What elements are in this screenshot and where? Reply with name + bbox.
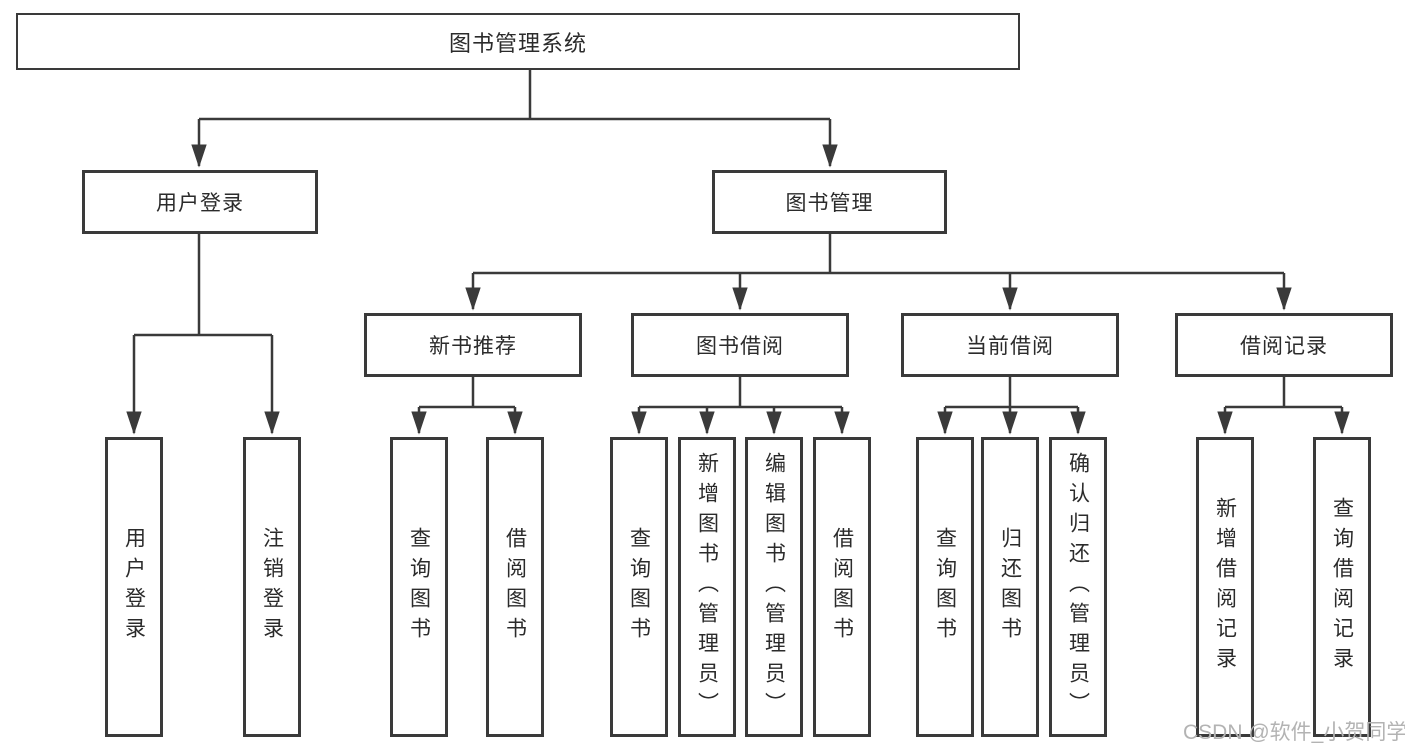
leaf-label: 新增图书（管理员） [695, 452, 719, 722]
leaf-borrow-books: 借阅图书 [813, 437, 871, 737]
leaf-borrow-query-books: 查询图书 [610, 437, 668, 737]
leaf-label: 查询图书 [933, 527, 957, 647]
node-label: 当前借阅 [966, 335, 1054, 358]
leaf-label: 新增借阅记录 [1213, 497, 1237, 677]
csdn-watermark: CSDN @软件_小贺同学 [1183, 721, 1405, 744]
leaf-label: 借阅图书 [830, 527, 854, 647]
leaf-current-query-books: 查询图书 [916, 437, 974, 737]
leaf-label: 查询图书 [627, 527, 651, 647]
leaf-label: 用户登录 [122, 527, 146, 647]
leaf-recommend-query-books: 查询图书 [390, 437, 448, 737]
leaf-recommend-borrow-books: 借阅图书 [486, 437, 544, 737]
leaf-label: 归还图书 [998, 527, 1022, 647]
leaf-edit-books-admin: 编辑图书（管理员） [745, 437, 803, 737]
node-user-login: 用户登录 [82, 170, 318, 234]
node-label: 借阅记录 [1240, 335, 1328, 358]
leaf-return-books: 归还图书 [981, 437, 1039, 737]
node-label: 图书借阅 [696, 335, 784, 358]
node-label: 图书管理 [785, 192, 874, 215]
leaf-user-login: 用户登录 [105, 437, 163, 737]
node-book-borrow: 图书借阅 [631, 313, 849, 377]
leaf-query-borrow-record: 查询借阅记录 [1313, 437, 1371, 737]
leaf-label: 确认归还（管理员） [1066, 452, 1090, 722]
leaf-label: 借阅图书 [503, 527, 527, 647]
node-label: 用户登录 [156, 192, 244, 215]
leaf-add-books-admin: 新增图书（管理员） [678, 437, 736, 737]
node-new-book-recommend: 新书推荐 [364, 313, 582, 377]
node-borrow-records: 借阅记录 [1175, 313, 1393, 377]
node-book-management: 图书管理 [712, 170, 947, 234]
node-label: 图书管理系统 [448, 30, 587, 56]
node-label: 新书推荐 [429, 335, 517, 358]
leaf-logout: 注销登录 [243, 437, 301, 737]
node-library-system: 图书管理系统 [16, 13, 1020, 70]
leaf-add-borrow-record: 新增借阅记录 [1196, 437, 1254, 737]
leaf-label: 查询图书 [407, 527, 431, 647]
leaf-label: 编辑图书（管理员） [762, 452, 786, 722]
leaf-confirm-return-admin: 确认归还（管理员） [1049, 437, 1107, 737]
leaf-label: 注销登录 [260, 527, 284, 647]
node-current-borrow: 当前借阅 [901, 313, 1119, 377]
leaf-label: 查询借阅记录 [1330, 497, 1354, 677]
